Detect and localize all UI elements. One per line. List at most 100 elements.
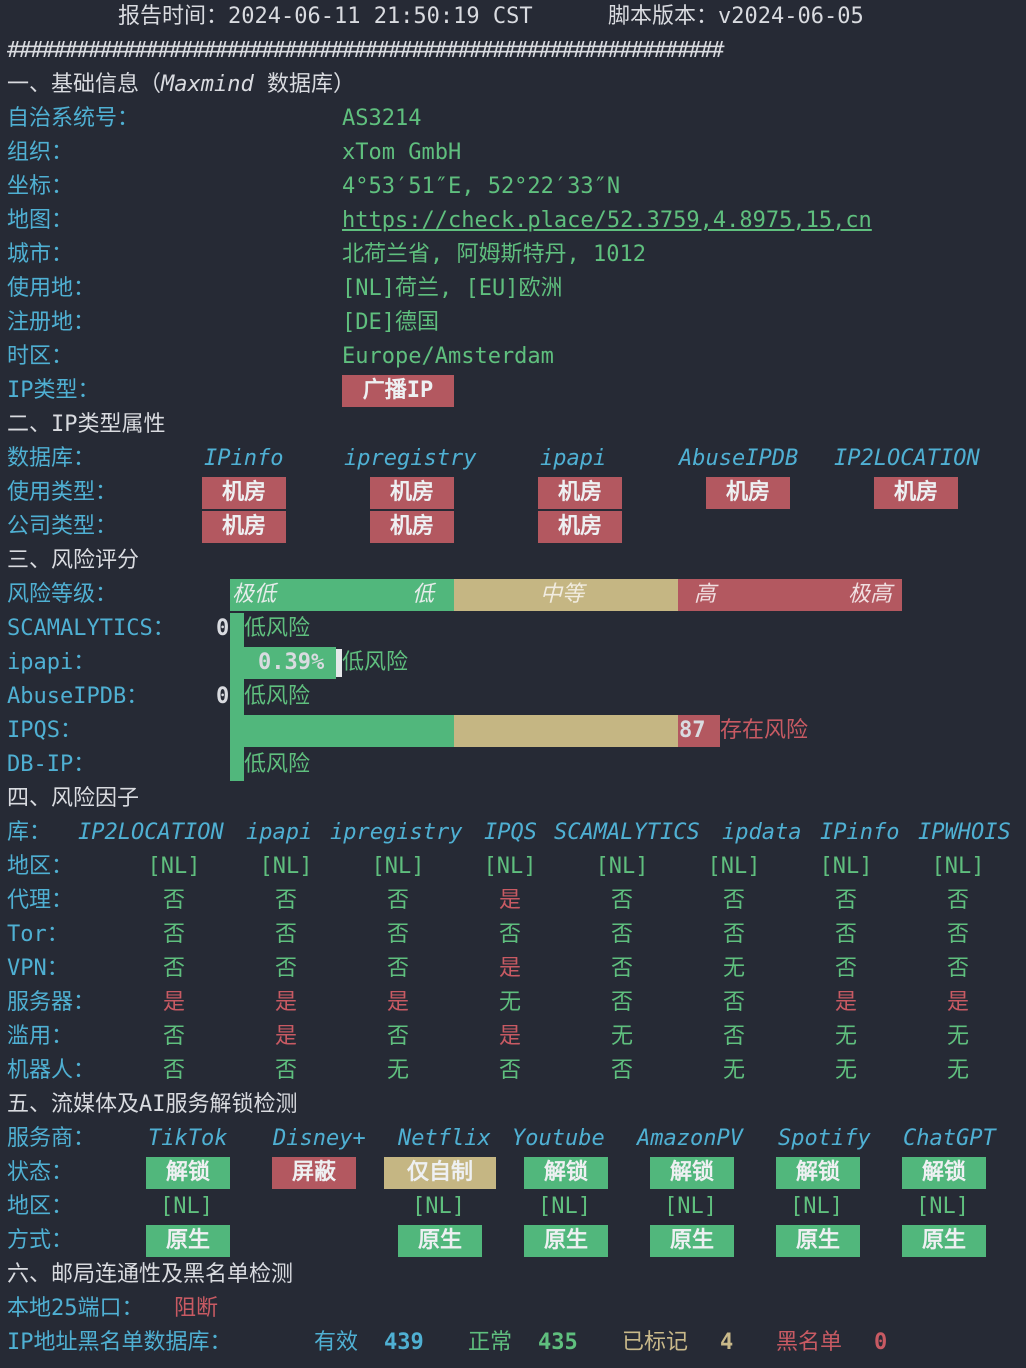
factor-cell: 是 xyxy=(498,1024,521,1049)
marked-count: 4 xyxy=(720,1330,734,1355)
ipqs-label: IPQS： xyxy=(7,718,82,743)
status-badge: 仅自制 xyxy=(384,1157,496,1189)
provider-tiktok: TikTok xyxy=(148,1126,228,1151)
section-risk-title: 三、风险评分 xyxy=(7,548,140,573)
abuseipdb-label: AbuseIPDB： xyxy=(7,684,149,709)
ipapi-label: ipapi： xyxy=(7,650,96,675)
stream-region: [NL] xyxy=(412,1194,465,1219)
factor-cell: 否 xyxy=(274,956,297,981)
risk-scale-mid xyxy=(454,579,678,611)
ipqs-score: 87 xyxy=(679,718,706,743)
city-value: 北荷兰省, 阿姆斯特丹, 1012 xyxy=(342,242,646,267)
org-label: 组织： xyxy=(7,140,74,165)
usage-badge: 机房 xyxy=(202,477,286,509)
factor-cell: 是 xyxy=(274,1024,297,1049)
dbip-label: DB-IP： xyxy=(7,752,96,777)
factor-cell: 否 xyxy=(498,922,521,947)
db-ipregistry: ipregistry xyxy=(344,446,477,471)
factor-cell: 无 xyxy=(834,1058,857,1083)
lib-ipinfo: IPinfo xyxy=(820,820,900,845)
factor-cell: 否 xyxy=(386,922,409,947)
ipqs-risk: 存在风险 xyxy=(720,718,809,743)
port25-value: 阻断 xyxy=(174,1296,219,1321)
org-value: xTom GmbH xyxy=(342,140,462,165)
factor-cell: 否 xyxy=(386,888,409,913)
factor-cell: 否 xyxy=(834,922,857,947)
factor-cell: 无 xyxy=(610,1024,633,1049)
usage-badge: 机房 xyxy=(706,477,790,509)
provider-youtube: Youtube xyxy=(512,1126,605,1151)
db-abuseipdb: AbuseIPDB xyxy=(679,446,799,471)
company-badge: 机房 xyxy=(370,511,454,543)
factor-cell: [NL] xyxy=(595,854,649,879)
factor-cell: 是 xyxy=(274,990,297,1015)
scamalytics-score: 0 xyxy=(216,616,230,641)
lib-ipqs: IPQS xyxy=(484,820,537,845)
factor-cell: 否 xyxy=(274,1058,297,1083)
factor-cell: 否 xyxy=(722,990,745,1015)
dbip-risk: 低风险 xyxy=(244,752,311,777)
company-badge: 机房 xyxy=(202,511,286,543)
registry-label: 注册地： xyxy=(7,310,96,335)
factor-cell: 否 xyxy=(386,1024,409,1049)
factor-row-label: Tor： xyxy=(7,922,69,947)
section-iptype-title: 二、IP类型属性 xyxy=(7,412,166,437)
factor-cell: 是 xyxy=(498,956,521,981)
blacklist-count-label: 黑名单 xyxy=(776,1330,843,1355)
usage-location-label: 使用地： xyxy=(7,276,96,301)
method-badge: 原生 xyxy=(398,1225,482,1257)
stream-region: [NL] xyxy=(664,1194,717,1219)
status-badge: 解锁 xyxy=(146,1157,230,1189)
scale-low: 低 xyxy=(412,582,435,607)
lib-ipdata: ipdata xyxy=(722,820,802,845)
factor-cell: 无 xyxy=(722,1058,745,1083)
valid-label: 有效 xyxy=(314,1330,359,1355)
map-link[interactable]: https://check.place/52.3759,4.8975,15,cn xyxy=(342,208,872,233)
factor-cell: 否 xyxy=(610,956,633,981)
normal-count: 435 xyxy=(538,1330,578,1355)
method-label: 方式： xyxy=(7,1228,74,1253)
provider-disney: Disney+ xyxy=(273,1126,366,1151)
status-badge: 解锁 xyxy=(902,1157,986,1189)
factor-row-label: 机器人： xyxy=(7,1058,96,1083)
ipapi-risk: 低风险 xyxy=(342,650,409,675)
factor-cell: 是 xyxy=(946,990,969,1015)
ipapi-bar xyxy=(230,647,336,679)
factor-cell: 无 xyxy=(498,990,521,1015)
factor-cell: [NL] xyxy=(371,854,425,879)
iptype-label: IP类型： xyxy=(7,378,100,403)
factor-cell: 无 xyxy=(722,956,745,981)
valid-count: 439 xyxy=(384,1330,424,1355)
db-ip2location: IP2LOCATION xyxy=(834,446,980,471)
usage-badge: 机房 xyxy=(370,477,454,509)
factor-row-label: 地区： xyxy=(7,854,74,879)
asn-value: AS3214 xyxy=(342,106,422,131)
blacklist-label: IP地址黑名单数据库： xyxy=(7,1330,232,1355)
factor-row-label: VPN： xyxy=(7,956,69,981)
stream-region: [NL] xyxy=(916,1194,969,1219)
factor-cell: 否 xyxy=(946,888,969,913)
status-label: 状态： xyxy=(7,1160,74,1185)
method-badge: 原生 xyxy=(146,1225,230,1257)
lib-label: 库： xyxy=(7,820,52,845)
ipqs-bar-green xyxy=(230,715,454,747)
city-label: 城市： xyxy=(7,242,74,267)
method-badge: 原生 xyxy=(650,1225,734,1257)
lib-ipapi: ipapi xyxy=(246,820,313,845)
provider-netflix: Netflix xyxy=(398,1126,491,1151)
factor-cell: 无 xyxy=(386,1058,409,1083)
factor-cell: 否 xyxy=(162,1058,185,1083)
map-label: 地图： xyxy=(7,208,74,233)
lib-ip2location: IP2LOCATION xyxy=(78,820,224,845)
registry-value: [DE]德国 xyxy=(342,310,439,335)
ipqs-bar-yellow xyxy=(454,715,678,747)
factor-cell: 否 xyxy=(498,1058,521,1083)
provider-label: 服务商： xyxy=(7,1126,96,1151)
usage-badge: 机房 xyxy=(538,477,622,509)
provider-amazonpv: AmazonPV xyxy=(637,1126,743,1151)
factor-cell: [NL] xyxy=(707,854,761,879)
blacklist-count: 0 xyxy=(874,1330,888,1355)
ipapi-marker xyxy=(336,649,342,677)
factor-cell: 否 xyxy=(834,956,857,981)
method-badge: 原生 xyxy=(524,1225,608,1257)
